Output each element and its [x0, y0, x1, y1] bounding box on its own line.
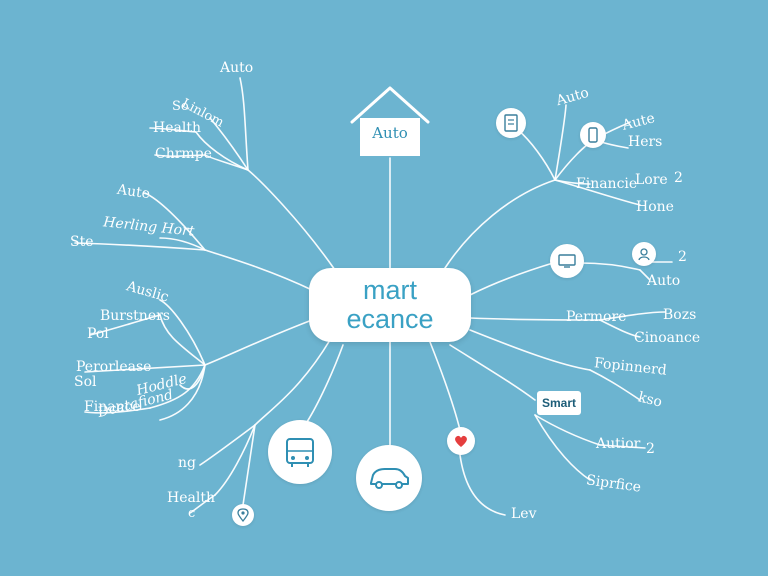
car-node[interactable]: [356, 445, 422, 511]
person-node[interactable]: [632, 242, 656, 266]
location-pin-icon: [237, 508, 249, 522]
bus-node[interactable]: [268, 420, 332, 484]
label-ste: Ste: [70, 234, 94, 250]
phone-icon: [588, 127, 598, 143]
location-node[interactable]: [232, 504, 254, 526]
heart-node[interactable]: [447, 427, 475, 455]
label-health-bottom-left: Health: [167, 490, 215, 506]
label-ng: ng: [178, 455, 196, 471]
label-2-mid-right: 2: [678, 249, 687, 265]
label-lev: Lev: [511, 506, 537, 522]
label-hone: Hone: [636, 199, 674, 215]
central-node-line-2: ecance: [346, 304, 434, 334]
central-node[interactable]: mart ecance: [309, 268, 471, 342]
label-burstners: Burstners: [100, 308, 170, 324]
label-cinoance: Cinoance: [634, 330, 701, 346]
label-chrmpe: Chrmpe: [155, 146, 212, 162]
label-hers: Hers: [628, 134, 663, 150]
house-node-label: Auto: [372, 124, 408, 142]
label-pol: Pol: [87, 326, 109, 342]
label-bozs: Bozs: [663, 307, 697, 323]
bus-icon: [286, 438, 314, 467]
label-c: c: [188, 506, 196, 521]
smart-tag[interactable]: Smart: [537, 391, 581, 415]
label-lore: Lore: [635, 172, 668, 188]
label-2-bottom-right: 2: [646, 441, 655, 457]
document-node[interactable]: [496, 108, 526, 138]
label-so: So: [172, 99, 189, 114]
heart-icon: [455, 435, 467, 447]
label-auto-top-left: Auto: [220, 60, 254, 76]
label-sol: Sol: [74, 374, 97, 390]
label-finance-left: Finance: [84, 399, 141, 415]
label-permore: Permore: [566, 309, 627, 325]
label-2-top-right: 2: [674, 170, 683, 186]
central-node-line-1: mart: [363, 275, 417, 305]
label-autior: Autior: [596, 436, 641, 452]
monitor-node[interactable]: [550, 244, 584, 278]
label-auto-mid-right: Auto: [647, 273, 681, 289]
document-icon: [504, 114, 518, 132]
monitor-icon: [558, 254, 576, 268]
car-icon: [370, 468, 409, 489]
label-perorlease: Perorlease: [76, 359, 152, 375]
label-health-top-left: Health: [153, 120, 201, 136]
phone-node[interactable]: [580, 122, 606, 148]
person-icon: [638, 248, 650, 261]
label-financie: Financie: [576, 176, 638, 192]
house-icon: [350, 86, 430, 156]
